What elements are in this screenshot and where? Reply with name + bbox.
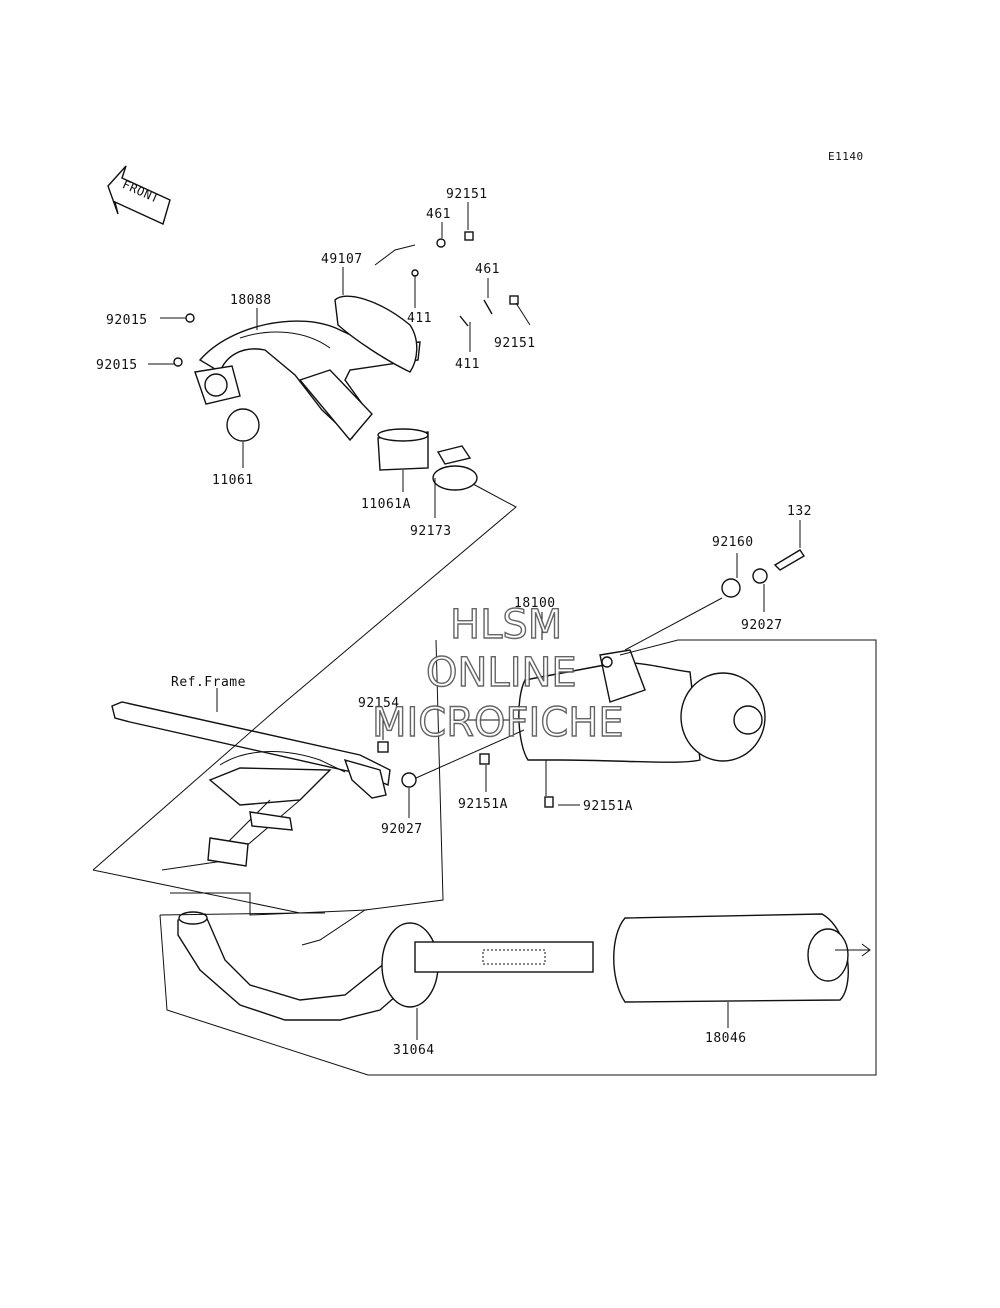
group-boundaries xyxy=(92,483,877,1076)
muffler-pipe-drawing xyxy=(177,911,594,1021)
part-labels: 92151 461 49107 461 18088 411 92015 9215… xyxy=(96,187,812,1058)
fasteners-top xyxy=(173,231,519,367)
gasket-drawing xyxy=(226,408,260,442)
part-label: 92015 xyxy=(96,358,138,373)
leader-lines xyxy=(148,202,871,1040)
part-label: 92151A xyxy=(458,797,508,812)
packing-drawing xyxy=(613,913,849,1003)
heat-guard-drawing xyxy=(334,295,418,373)
part-label: 18100 xyxy=(514,596,556,611)
part-label: 461 xyxy=(475,262,500,277)
watermark-line-1: HLSM xyxy=(450,602,562,648)
sleeve-drawing xyxy=(377,428,429,471)
watermark: HLSM ONLINE MICROFICHE xyxy=(371,601,624,746)
part-label: 92015 xyxy=(106,313,148,328)
part-label: 411 xyxy=(407,311,432,326)
part-label: 92154 xyxy=(358,696,400,711)
clamp-drawing xyxy=(432,445,478,491)
part-label: 92160 xyxy=(712,535,754,550)
frame-drawing xyxy=(111,701,391,871)
diagram-code: E1140 xyxy=(828,150,864,163)
fasteners-right xyxy=(377,549,805,808)
part-label: 31064 xyxy=(393,1043,435,1058)
part-label: 18088 xyxy=(230,293,272,308)
part-label: 11061A xyxy=(361,497,411,512)
header-pipe-drawing xyxy=(194,320,421,442)
part-label: 92151 xyxy=(446,187,488,202)
silencer-drawing xyxy=(518,649,766,763)
part-label: 92027 xyxy=(741,618,783,633)
front-arrow-icon: FRONT xyxy=(107,165,171,225)
part-label: 49107 xyxy=(321,252,363,267)
part-label: 92173 xyxy=(410,524,452,539)
part-label: 92151 xyxy=(494,336,536,351)
part-label: 11061 xyxy=(212,473,254,488)
part-label: 18046 xyxy=(705,1031,747,1046)
part-label: 461 xyxy=(426,207,451,222)
part-label: 92027 xyxy=(381,822,423,837)
watermark-line-3: MICROFICHE xyxy=(372,700,624,746)
ref-frame-label: Ref.Frame xyxy=(171,675,246,690)
watermark-line-2: ONLINE xyxy=(426,650,577,696)
part-label: 411 xyxy=(455,357,480,372)
part-label: 92151A xyxy=(583,799,633,814)
part-label: 132 xyxy=(787,504,812,519)
